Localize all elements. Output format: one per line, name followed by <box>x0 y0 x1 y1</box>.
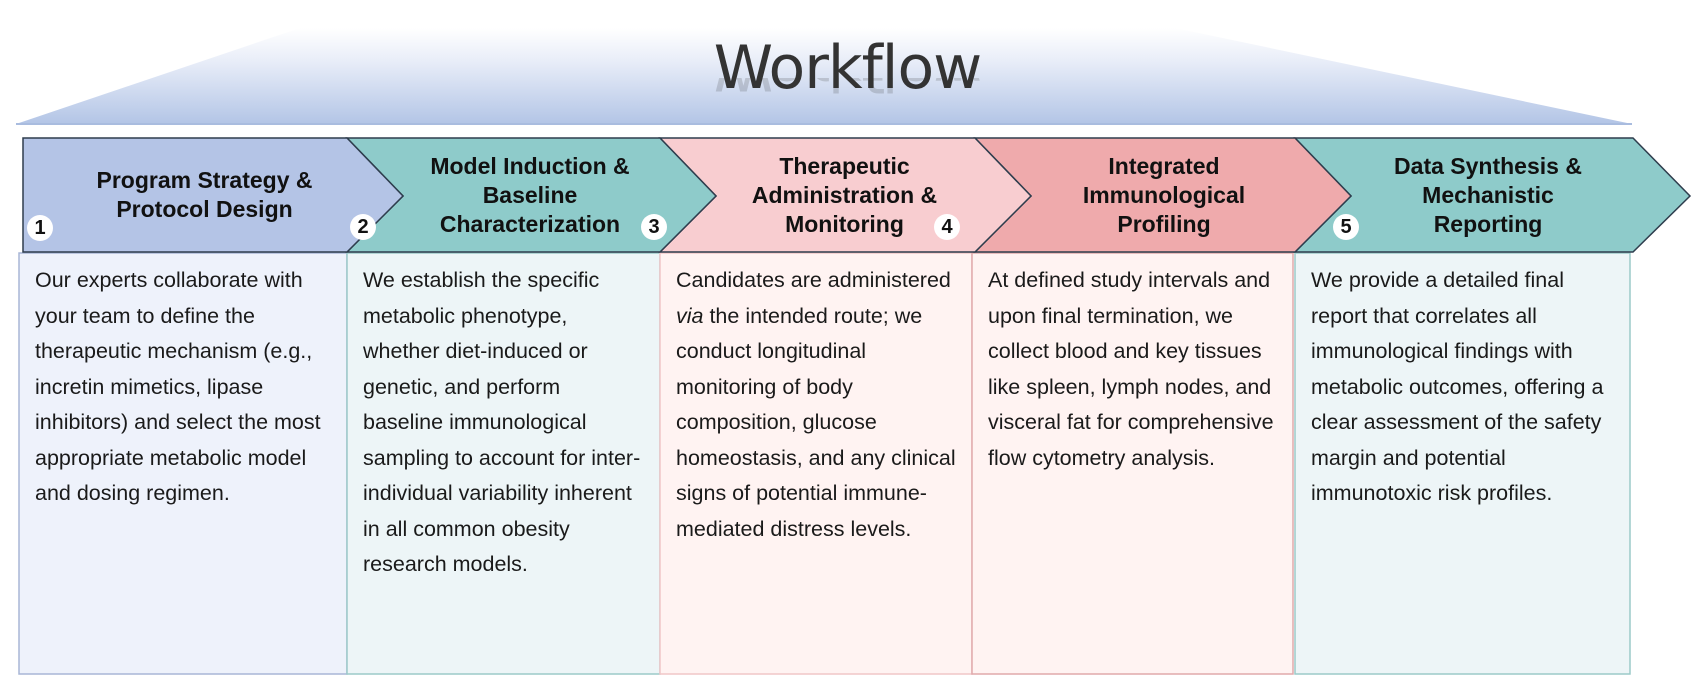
step-3-description: Candidates are administered via the inte… <box>676 263 958 547</box>
step-1-heading-text: Program Strategy & Protocol Design <box>96 167 313 222</box>
step-4-heading: Integrated Immunological Profiling <box>1030 138 1298 252</box>
step-1-number-badge: 1 <box>27 215 53 241</box>
step-3-description-box: Candidates are administered via the inte… <box>660 253 972 674</box>
step-2-heading-text: Model Induction & Baseline Characterizat… <box>430 152 630 237</box>
step-5-description-box: We provide a detailed final report that … <box>1295 253 1630 674</box>
step-2-heading: Model Induction & Baseline Characterizat… <box>400 138 660 252</box>
step-1-description: Our experts collaborate with your team t… <box>35 268 321 505</box>
step-2-description-box: We establish the specific metabolic phen… <box>347 253 660 674</box>
roof-shape <box>16 28 1632 124</box>
box-4-bg <box>971 252 1294 675</box>
step-1-heading: Program Strategy & Protocol Design <box>62 138 347 252</box>
step-1-description-box: Our experts collaborate with your team t… <box>19 253 347 674</box>
step-5-description: We provide a detailed final report that … <box>1311 268 1604 505</box>
page-title-reflection: Workflow <box>0 78 1695 98</box>
step-4-description-box: At defined study intervals and upon fina… <box>972 253 1293 674</box>
step-3-description-part: Candidates are administered <box>676 268 951 292</box>
box-5-bg <box>1294 252 1631 675</box>
box-1-bg <box>18 252 348 675</box>
step-3-description-part: the intended route; we conduct longitudi… <box>676 303 956 541</box>
step-3-heading-text: Therapeutic Administration & Monitoring <box>751 152 938 237</box>
step-4-number-badge: 4 <box>934 214 960 240</box>
step-3-heading: Therapeutic Administration & Monitoring <box>712 138 977 252</box>
step-3-description-italic: via <box>676 303 704 328</box>
step-4-description: At defined study intervals and upon fina… <box>988 268 1274 470</box>
step-2-description: We establish the specific metabolic phen… <box>363 268 641 576</box>
step-3-number-badge: 3 <box>641 214 667 240</box>
step-2-number-badge: 2 <box>350 214 376 240</box>
step-5-heading: Data Synthesis & Mechanistic Reporting <box>1345 138 1631 252</box>
box-3-bg <box>659 252 973 675</box>
step-4-heading-text: Integrated Immunological Profiling <box>1082 152 1246 237</box>
step-5-number-badge: 5 <box>1333 214 1359 240</box>
box-2-bg <box>346 252 661 675</box>
step-5-heading-text: Data Synthesis & Mechanistic Reporting <box>1394 152 1582 237</box>
page-title: Workflow <box>713 33 983 103</box>
